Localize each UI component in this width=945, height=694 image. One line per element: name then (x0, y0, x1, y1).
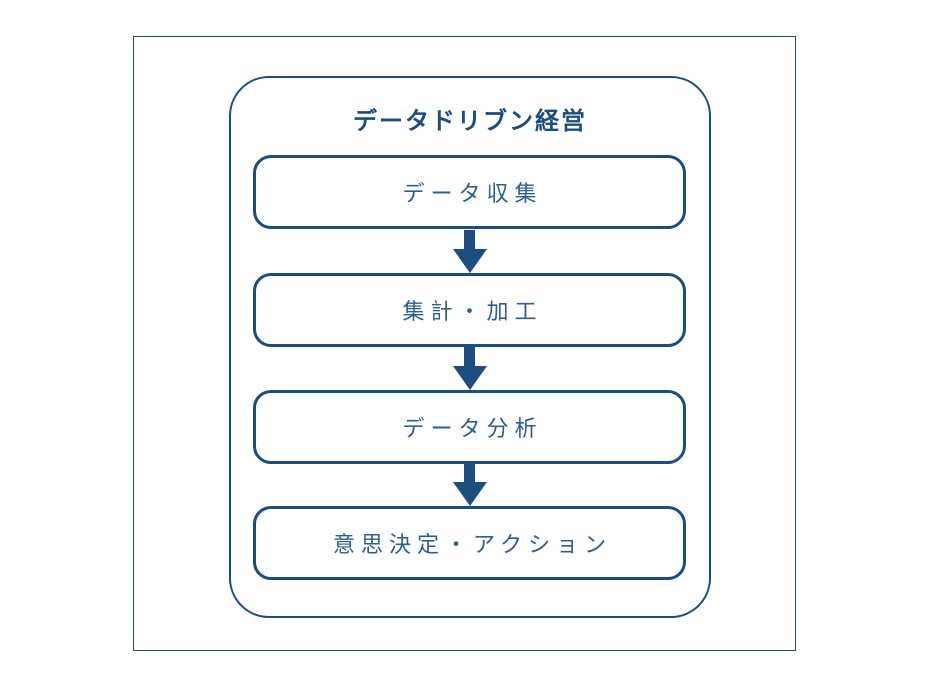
flow-step-aggregation-processing: 集計・加工 (253, 273, 686, 347)
arrow-head (452, 482, 487, 506)
flow-step-data-analysis: データ分析 (253, 390, 686, 464)
flow-step-label: 集計・加工 (402, 299, 543, 324)
arrow-head (452, 249, 487, 273)
down-arrow-icon (253, 347, 686, 390)
flow-step-decision-action: 意思決定・アクション (253, 506, 686, 580)
outer-frame: データドリブン経営 データ収集 集計・加工 データ分析 (133, 36, 796, 651)
arrow-stem (464, 347, 475, 366)
down-arrow-icon (253, 230, 686, 273)
arrow-head (452, 366, 487, 390)
down-arrow-icon (253, 463, 686, 506)
arrow-stem (464, 230, 475, 249)
flow-step-data-collection: データ収集 (253, 155, 686, 229)
flow-step-label: 意思決定・アクション (333, 532, 612, 557)
diagram-title: データドリブン経営 (353, 108, 587, 135)
diagram-container: データドリブン経営 データ収集 集計・加工 データ分析 (229, 76, 711, 618)
flow-step-label: データ分析 (402, 416, 543, 441)
arrow-stem (464, 463, 475, 482)
flow-step-label: データ収集 (402, 181, 543, 206)
